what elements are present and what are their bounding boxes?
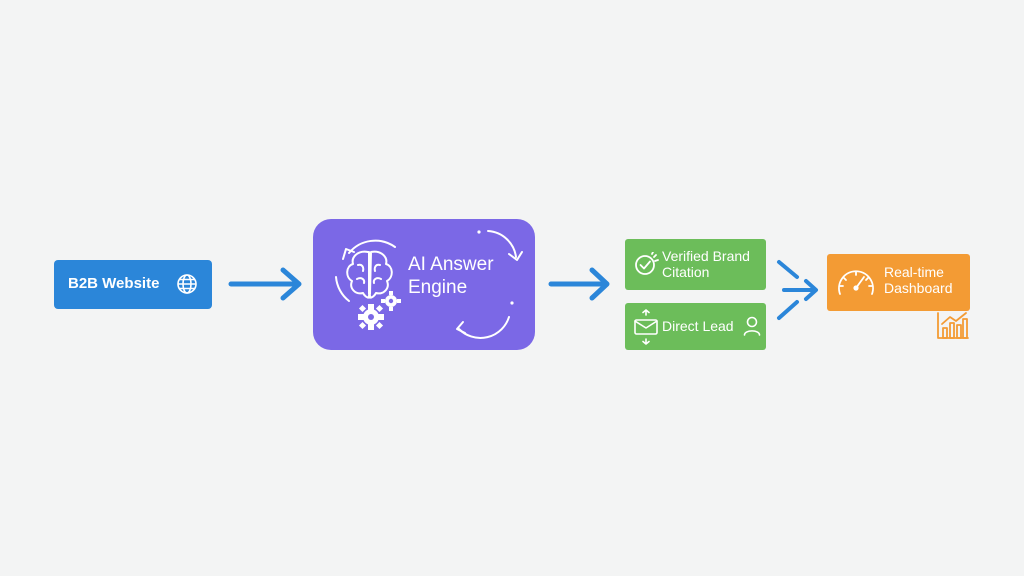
arrow-outcomes-to-dashboard bbox=[777, 260, 818, 320]
node-ai-answer-engine-label: AI Answer Engine bbox=[408, 254, 494, 298]
node-real-time-dashboard: Real-time Dashboard bbox=[827, 254, 970, 311]
globe-icon bbox=[177, 274, 197, 294]
node-verified-brand-citation-label: Verified Brand Citation bbox=[662, 248, 750, 280]
node-direct-lead: Direct Lead bbox=[625, 303, 766, 350]
verified-check-icon bbox=[635, 252, 659, 275]
node-ai-answer-engine: AI Answer Engine bbox=[313, 219, 535, 350]
brain-gear-icon bbox=[335, 230, 523, 339]
user-icon bbox=[743, 316, 761, 336]
gear-icon bbox=[358, 291, 401, 330]
speedometer-icon bbox=[838, 270, 874, 295]
envelope-icon bbox=[634, 309, 658, 345]
node-b2b-website: B2B Website bbox=[54, 260, 212, 309]
node-real-time-dashboard-label: Real-time Dashboard bbox=[884, 264, 953, 296]
node-verified-brand-citation: Verified Brand Citation bbox=[625, 239, 766, 290]
bar-chart-icon bbox=[937, 312, 969, 339]
node-b2b-website-label: B2B Website bbox=[68, 275, 160, 293]
node-direct-lead-label: Direct Lead bbox=[662, 318, 734, 334]
arrow-engine-to-outcomes bbox=[548, 267, 610, 301]
arrow-website-to-engine bbox=[228, 267, 302, 301]
